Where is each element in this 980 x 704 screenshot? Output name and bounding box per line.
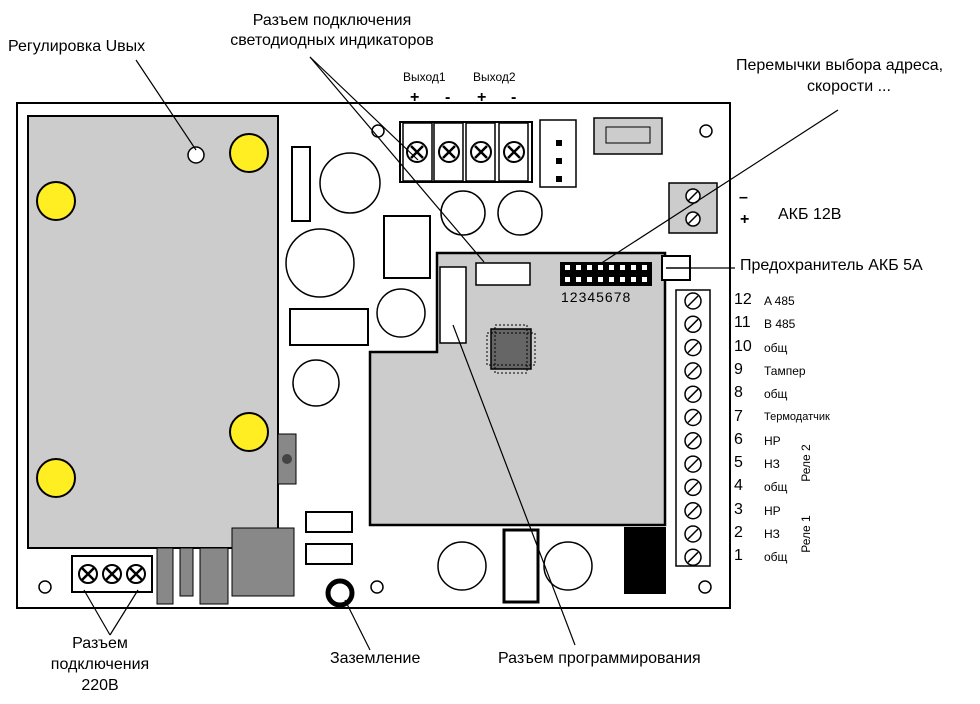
ground-terminal [325,578,355,608]
jumper-numbers: 12345678 [561,289,632,305]
programming-connector-label: Разъем программирования [498,650,701,667]
psu-heatsink [231,527,295,597]
jumpers-label-line2: скорости ... [807,78,891,95]
output-screws [402,122,529,182]
led-connector-label-line1: Разъем подключения [252,12,412,29]
mount-hole [38,580,52,594]
terminal-label: Термодатчик [764,410,830,423]
psu-pin [156,547,174,605]
yellow-screw-bottom-left [36,458,76,498]
jumper-pins [565,265,647,282]
terminal-number: 3 [734,500,743,518]
capacitor [319,152,381,214]
yellow-screw-bottom-right [229,412,269,452]
yellow-screw-top-right [229,133,269,173]
terminal-label: Тампер [764,363,806,378]
terminal-label: A 485 [764,294,795,308]
terminal-number: 7 [734,407,743,425]
capacitor [292,359,340,407]
capacitor [440,190,486,236]
capacitor [543,541,593,591]
terminal-screws [684,292,702,567]
jumper-header [560,262,652,286]
mains-label-line3: 220В [81,677,119,694]
relay2-label: Реле 2 [799,444,813,482]
capacitor [376,288,426,338]
output2-label: Выход2 [473,70,516,84]
terminal-number: 10 [734,337,752,355]
capacitor [437,541,487,591]
battery-minus: – [739,189,748,206]
mains-label-line1: Разъем [72,635,128,652]
terminal-label: общ [764,550,788,565]
terminal-label: НЗ [764,457,780,472]
small-resistor [305,511,353,533]
terminal-number: 9 [734,360,743,378]
mount-hole [370,580,384,594]
terminal-label: общ [764,480,788,495]
leader-lines [83,56,839,651]
terminal-label: НР [764,433,781,448]
out2-minus: - [511,89,517,106]
battery-plus: + [740,211,750,228]
voltage-adjust-label: Регулировка Uвых [8,38,146,55]
terminal-number: 12 [734,291,752,308]
psu-tab-hole [282,454,292,464]
bottom-component [502,528,540,604]
terminal-number: 6 [734,430,743,448]
trim-potentiometer [187,146,205,164]
terminal-number: 5 [734,454,743,472]
transformer [383,215,431,279]
mount-hole [698,580,712,594]
terminal-number: 1 [734,547,743,565]
terminal-label: общ [764,387,788,402]
out1-plus: + [410,89,420,106]
terminal-label: НР [764,503,781,518]
small-resistor [305,543,353,565]
grounding-label: Заземление [330,650,421,667]
out1-minus: - [445,89,451,106]
terminal-label: НЗ [764,527,780,541]
terminal-label: общ [764,340,788,355]
mount-hole [371,124,385,138]
microcontroller-chip [490,328,532,370]
led-connector [475,262,531,286]
output-aux-connector [539,119,577,188]
relay1-label: Реле 1 [799,515,813,553]
psu-pin [179,547,194,597]
component-resistor [291,146,311,222]
mains-label-line2: подключения [50,656,150,673]
capacitor [285,228,355,298]
led-connector-label-line2: светодиодных индикаторов [230,32,434,49]
psu-pin [199,547,229,605]
programming-connector [439,266,467,344]
output1-label: Выход1 [403,70,446,84]
relay-component [289,308,369,346]
terminal-label: B 485 [764,317,796,332]
battery-fuse-label: Предохранитель АКБ 5А [740,257,923,274]
jumpers-label-line1: Перемычки выбора адреса, [736,57,944,74]
black-component [624,527,666,594]
terminal-number: 8 [734,384,743,402]
terminal-number: 2 [734,524,743,541]
battery-label: АКБ 12В [778,206,842,223]
terminal-strip [675,289,711,567]
mount-hole [699,124,713,138]
out2-plus: + [477,89,487,106]
yellow-screw-top-left [36,181,76,221]
terminal-number: 11 [734,314,751,332]
capacitor [497,190,543,236]
terminal-number: 4 [734,477,743,495]
